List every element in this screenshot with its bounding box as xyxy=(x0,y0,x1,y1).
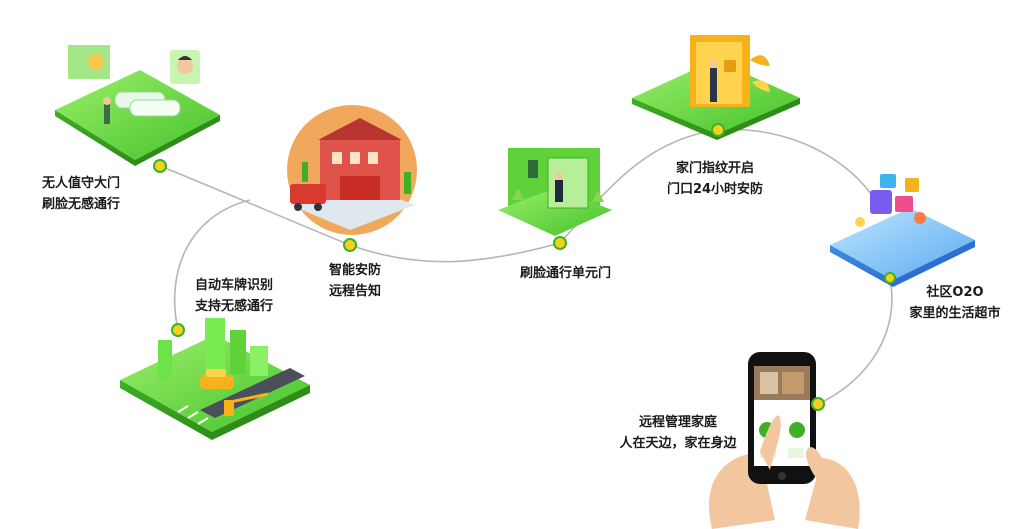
lock-label: 家门指纹开启 门口24小时安防 xyxy=(650,158,780,200)
node-dot-parking xyxy=(171,323,185,337)
fire-label: 智能安防 远程告知 xyxy=(325,260,385,302)
parking-label-line1: 自动车牌识别 xyxy=(195,278,274,293)
market-illustration xyxy=(830,174,975,287)
parking-label-line2: 支持无感通行 xyxy=(195,299,274,314)
gate-label-line2: 刷脸无感通行 xyxy=(42,197,121,212)
market-label-line2: 家里的生活超市 xyxy=(909,306,1001,321)
fire-illustration xyxy=(287,105,417,235)
node-dot-fire xyxy=(343,238,357,252)
node-dot-unit xyxy=(553,236,567,250)
node-dot-lock xyxy=(711,123,725,137)
unit-label: 刷脸通行单元门 xyxy=(520,263,611,284)
market-label-line1: 社区O2O xyxy=(926,285,984,300)
lock-label-line2: 门口24小时安防 xyxy=(666,182,764,197)
fire-label-line1: 智能安防 xyxy=(328,263,381,278)
node-dot-gate xyxy=(153,159,167,173)
lock-illustration xyxy=(632,35,800,140)
unit-door-illustration xyxy=(498,148,612,236)
node-dot-phone xyxy=(811,397,825,411)
phone-illustration xyxy=(708,352,860,529)
unit-label-line1: 刷脸通行单元门 xyxy=(520,266,612,281)
gate-illustration xyxy=(55,45,220,166)
phone-label-line2: 人在天边，家在身边 xyxy=(619,436,737,451)
parking-label: 自动车牌识别 支持无感通行 xyxy=(195,275,273,317)
phone-label-line1: 远程管理家庭 xyxy=(638,415,717,430)
fire-label-line2: 远程告知 xyxy=(328,284,381,299)
market-label: 社区O2O 家里的生活超市 xyxy=(900,282,1010,324)
gate-label: 无人值守大门 刷脸无感通行 xyxy=(42,173,120,215)
phone-label: 远程管理家庭 人在天边，家在身边 xyxy=(608,412,748,454)
parking-illustration xyxy=(120,318,310,440)
node-dot-market xyxy=(884,272,896,284)
gate-label-line1: 无人值守大门 xyxy=(42,176,121,191)
lock-label-line1: 家门指纹开启 xyxy=(675,161,754,176)
